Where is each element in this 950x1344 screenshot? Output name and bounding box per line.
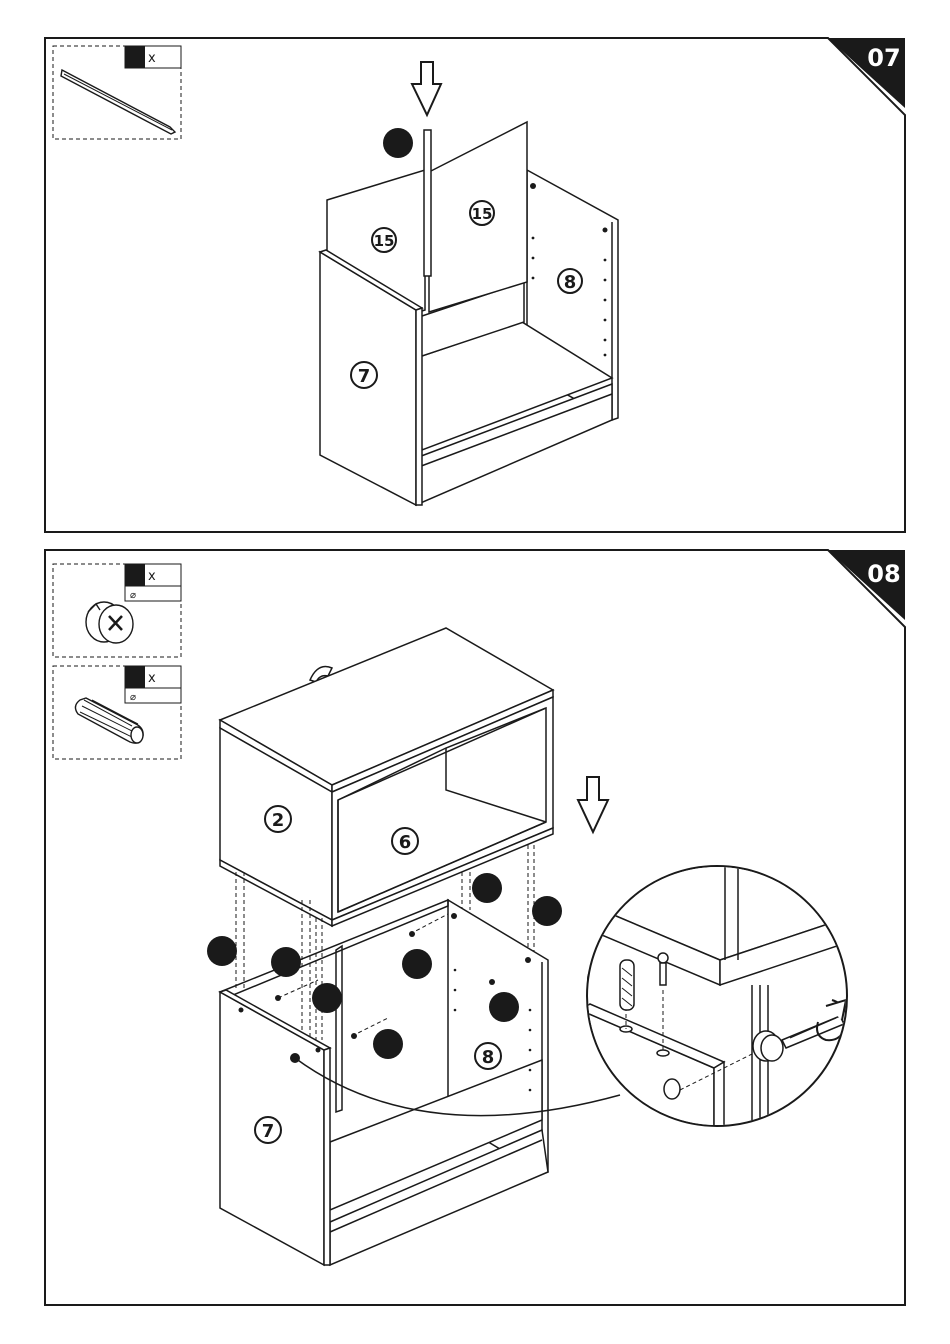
svg-text:7: 7: [262, 1121, 275, 1142]
svg-text:7: 7: [358, 366, 371, 387]
quantity-label: x: [148, 671, 156, 686]
cam-screw-icon: [658, 953, 668, 985]
part-label-2: 2: [265, 806, 291, 832]
cam-lock-icon: [86, 602, 133, 643]
quantity-label: x: [148, 51, 156, 66]
part-label-15a: 15: [372, 228, 396, 252]
part-label-6: 6: [392, 828, 418, 854]
step-08-panel: 08 x ⌀ x ⌀: [45, 550, 905, 1305]
svg-text:6: 6: [399, 832, 412, 853]
size-label: ⌀: [130, 692, 136, 703]
callout-dot: [383, 128, 413, 158]
part-label-7: 7: [351, 362, 377, 388]
part-label-15b: 15: [470, 201, 494, 225]
quantity-box: [125, 46, 145, 68]
step-number: 07: [867, 44, 900, 72]
step-07-panel: 07 x: [45, 38, 905, 532]
svg-text:15: 15: [374, 232, 395, 250]
part-label-7: 7: [255, 1117, 281, 1143]
part-label-8: 8: [475, 1043, 501, 1069]
svg-text:8: 8: [482, 1047, 495, 1068]
svg-text:8: 8: [564, 272, 577, 293]
quantity-label: x: [148, 569, 156, 584]
svg-text:2: 2: [272, 810, 285, 831]
svg-text:15: 15: [472, 205, 493, 223]
wooden-dowel-icon: [620, 960, 634, 1010]
step-number: 08: [867, 560, 900, 588]
part-label-8: 8: [558, 269, 582, 293]
size-label: ⌀: [130, 590, 136, 601]
